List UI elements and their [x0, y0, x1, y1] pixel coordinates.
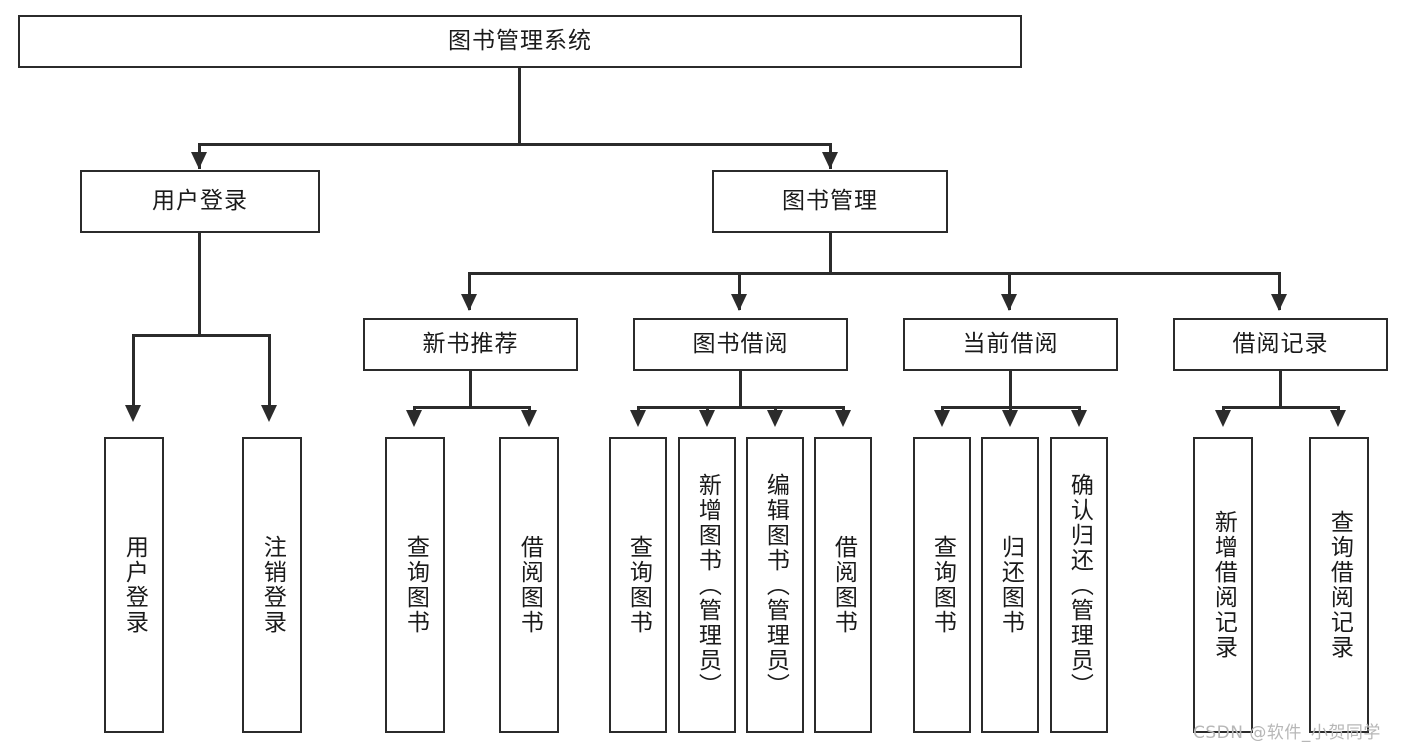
node-leaf-add-record[interactable]: 新增借阅记录: [1193, 437, 1253, 733]
edge-book-manage-branch-2: [738, 272, 741, 310]
node-label: 确认归还（管理员）: [1066, 472, 1093, 698]
node-root-system[interactable]: 图书管理系统: [18, 15, 1022, 68]
arrow-to-leaf-borrow-book-1: [521, 410, 537, 427]
edge-user-login-bar: [132, 334, 270, 337]
arrow-to-new-book-recommend: [461, 294, 477, 311]
node-leaf-query-record[interactable]: 查询借阅记录: [1309, 437, 1369, 733]
arrow-to-leaf-logout-login: [261, 405, 277, 422]
node-label: 用户登录: [152, 187, 248, 214]
arrow-to-book-borrow: [731, 294, 747, 311]
edge-root-bar: [198, 143, 832, 146]
arrow-root-to-book-manage: [822, 152, 838, 169]
node-current-borrow[interactable]: 当前借阅: [903, 318, 1118, 371]
arrow-to-leaf-query-record: [1330, 410, 1346, 427]
edge-book-manage-stem: [829, 233, 832, 275]
arrow-to-leaf-query-book-3: [934, 410, 950, 427]
node-label: 图书借阅: [692, 330, 789, 357]
arrow-to-leaf-return-book: [1002, 410, 1018, 427]
arrow-to-current-borrow: [1001, 294, 1017, 311]
node-book-manage[interactable]: 图书管理: [712, 170, 948, 233]
node-borrow-record[interactable]: 借阅记录: [1173, 318, 1388, 371]
node-label: 新书推荐: [422, 330, 519, 357]
node-leaf-edit-book[interactable]: 编辑图书（管理员）: [746, 437, 804, 733]
node-leaf-query-book-2[interactable]: 查询图书: [609, 437, 667, 733]
edge-book-manage-branch-4: [1278, 272, 1281, 310]
node-label: 查询图书: [402, 535, 429, 635]
node-label: 借阅图书: [516, 535, 543, 635]
node-leaf-confirm-return[interactable]: 确认归还（管理员）: [1050, 437, 1108, 733]
edge-new-book-bar: [413, 406, 531, 409]
node-label: 新增图书（管理员）: [694, 472, 721, 698]
node-leaf-borrow-book-1[interactable]: 借阅图书: [499, 437, 559, 733]
edge-new-book-stem: [469, 371, 472, 408]
edge-book-borrow-stem: [739, 371, 742, 408]
edge-book-manage-bar: [468, 272, 1280, 275]
arrow-to-leaf-edit-book: [767, 410, 783, 427]
edge-book-manage-branch-3: [1008, 272, 1011, 310]
node-leaf-add-book[interactable]: 新增图书（管理员）: [678, 437, 736, 733]
arrow-to-leaf-confirm-return: [1071, 410, 1087, 427]
arrow-to-leaf-borrow-book-2: [835, 410, 851, 427]
node-label: 查询借阅记录: [1326, 510, 1353, 660]
arrow-to-leaf-query-book-1: [406, 410, 422, 427]
arrow-to-leaf-add-record: [1215, 410, 1231, 427]
edge-current-borrow-stem: [1009, 371, 1012, 408]
node-label: 图书管理: [782, 187, 878, 214]
edge-user-login-stem: [198, 233, 201, 336]
node-label: 借阅记录: [1232, 330, 1329, 357]
node-label: 当前借阅: [962, 330, 1059, 357]
csdn-watermark: CSDN @软件_小贺同学: [1193, 723, 1381, 743]
node-label: 注销登录: [259, 535, 286, 635]
edge-book-borrow-bar: [637, 406, 845, 409]
node-leaf-query-book-3[interactable]: 查询图书: [913, 437, 971, 733]
edge-user-login-branch-1: [132, 334, 135, 416]
node-label: 用户登录: [121, 535, 148, 635]
node-leaf-borrow-book-2[interactable]: 借阅图书: [814, 437, 872, 733]
edge-book-manage-branch-1: [468, 272, 471, 310]
node-leaf-logout-login[interactable]: 注销登录: [242, 437, 302, 733]
arrow-to-borrow-record: [1271, 294, 1287, 311]
edge-root-stem: [518, 68, 521, 145]
node-label: 借阅图书: [830, 535, 857, 635]
node-label: 编辑图书（管理员）: [762, 472, 789, 698]
node-label: 新增借阅记录: [1210, 510, 1237, 660]
arrow-to-leaf-user-login: [125, 405, 141, 422]
node-label: 图书管理系统: [448, 27, 592, 54]
node-label: 查询图书: [625, 535, 652, 635]
arrow-to-leaf-query-book-2: [630, 410, 646, 427]
edge-borrow-record-stem: [1279, 371, 1282, 408]
edge-borrow-record-bar: [1222, 406, 1340, 409]
node-book-borrow[interactable]: 图书借阅: [633, 318, 848, 371]
node-user-login[interactable]: 用户登录: [80, 170, 320, 233]
arrow-root-to-user-login: [191, 152, 207, 169]
arrow-to-leaf-add-book: [699, 410, 715, 427]
node-leaf-query-book-1[interactable]: 查询图书: [385, 437, 445, 733]
node-leaf-return-book[interactable]: 归还图书: [981, 437, 1039, 733]
node-leaf-user-login[interactable]: 用户登录: [104, 437, 164, 733]
node-new-book-recommend[interactable]: 新书推荐: [363, 318, 578, 371]
node-label: 查询图书: [929, 535, 956, 635]
node-label: 归还图书: [997, 535, 1024, 635]
edge-user-login-branch-2: [268, 334, 271, 416]
